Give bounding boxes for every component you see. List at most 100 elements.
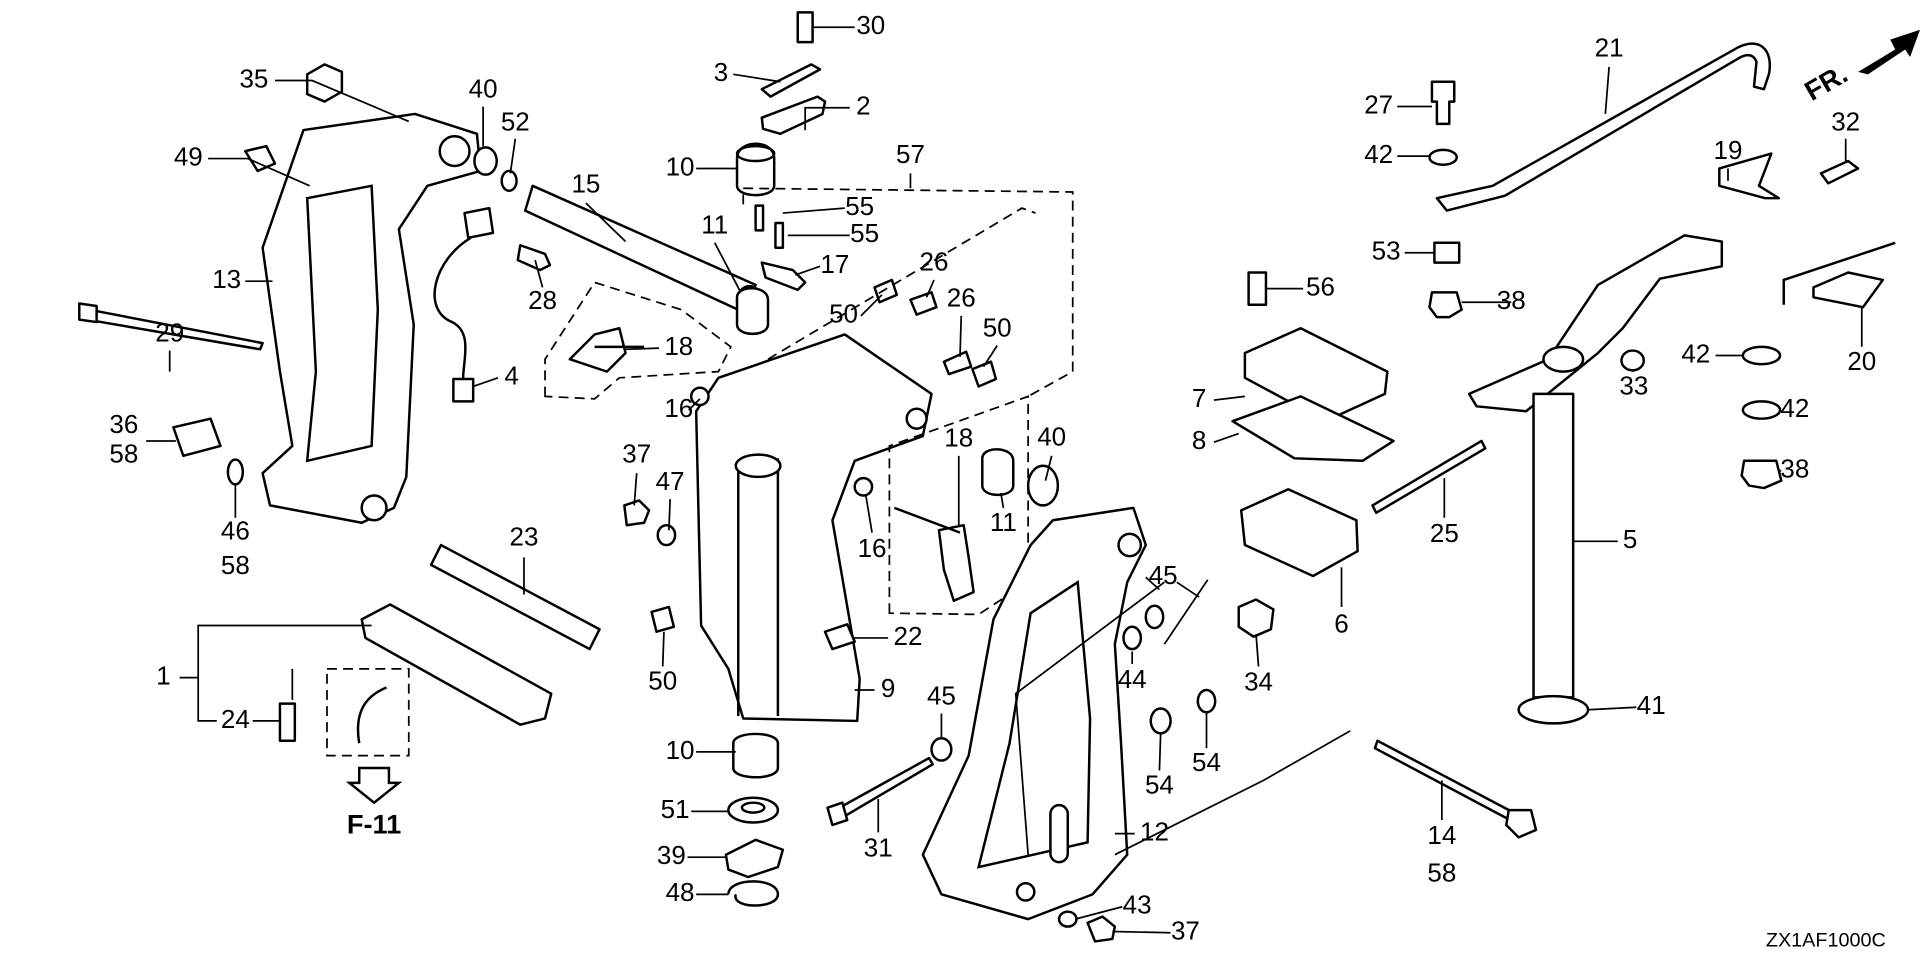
part-37-nut-2 [1086, 915, 1117, 943]
part-54-collar-2 [1196, 688, 1217, 714]
part-16-plug [689, 386, 710, 407]
callout-26-b: 26 [947, 283, 976, 313]
callout-45-b: 45 [1149, 560, 1178, 590]
callout-3: 3 [714, 57, 728, 87]
callout-42-b: 42 [1780, 393, 1809, 423]
part-53-collar [1433, 241, 1461, 264]
callout-18-b: 18 [944, 423, 973, 453]
part-23-shaft [429, 543, 601, 651]
callout-58: 58 [109, 439, 138, 469]
part-24-bolt [278, 702, 297, 742]
callout-16: 16 [664, 393, 693, 423]
part-45-washer [1144, 604, 1165, 630]
callout-8: 8 [1192, 425, 1206, 455]
part-13-stern-bracket-left [261, 112, 482, 524]
part-12-stern-bracket-right [921, 506, 1148, 921]
callout-45: 45 [927, 680, 956, 710]
callout-29: 29 [155, 317, 184, 347]
part-51-seal [727, 796, 780, 824]
part-11-bushing-2 [981, 448, 1015, 497]
part-35-nut [305, 63, 344, 103]
part-22-bolt [823, 623, 856, 651]
part-11-bushing [735, 287, 770, 336]
callout-55: 55 [845, 191, 874, 221]
part-31-bolt [836, 756, 934, 819]
callout-6: 6 [1334, 608, 1348, 638]
callout-20: 20 [1847, 346, 1876, 376]
callout-7: 7 [1192, 383, 1206, 413]
part-6-block [1239, 488, 1359, 578]
callout-4: 4 [504, 361, 518, 391]
callout-19: 19 [1714, 135, 1743, 165]
part-21-steering-rod [1435, 42, 1772, 212]
part-52-washer [500, 169, 518, 193]
part-14-bolt [1373, 739, 1515, 822]
callout-25: 25 [1430, 518, 1459, 548]
part-28-bolt [516, 244, 552, 272]
cross-ref-label[interactable]: F-11 [347, 808, 402, 839]
part-42-washer-2 [1741, 345, 1782, 366]
callout-10-b: 10 [666, 735, 695, 765]
callout-11-b: 11 [990, 507, 1017, 537]
callout-43: 43 [1123, 890, 1152, 920]
callout-5: 5 [1623, 524, 1637, 554]
callout-54-b: 54 [1192, 747, 1221, 777]
callouts: 30 3 2 10 57 35 40 52 49 15 11 55 55 17 … [109, 10, 1876, 945]
callout-40-b: 40 [1037, 421, 1066, 451]
callout-52: 52 [501, 107, 530, 137]
part-20-bracket [1812, 271, 1885, 309]
callout-14: 14 [1427, 820, 1456, 850]
part-33-nut [1620, 349, 1646, 372]
part-43-washer [1057, 910, 1078, 928]
callout-50: 50 [829, 299, 858, 329]
part-5-steering-shaft [1532, 392, 1575, 699]
part-42-washer-3 [1741, 400, 1782, 420]
part-10-bushing-lower [732, 732, 780, 779]
callout-37: 37 [622, 439, 651, 469]
part-18-lever-2 [937, 523, 975, 603]
part-38-nut [1428, 291, 1463, 319]
part-48-clip [727, 880, 780, 907]
part-5-steering-bracket [1467, 234, 1724, 413]
part-41-washer [1517, 694, 1590, 725]
part-25-stud [1371, 439, 1487, 515]
callout-42: 42 [1681, 338, 1710, 368]
callout-58-b: 58 [221, 550, 250, 580]
part-8-gasket [1231, 395, 1395, 463]
callout-55-b: 55 [850, 218, 879, 248]
callout-56: 56 [1306, 271, 1335, 301]
front-label: FR. [1799, 58, 1853, 107]
part-54-collar [1149, 707, 1172, 735]
callout-38-b: 38 [1780, 454, 1809, 484]
part-44-washer [1122, 625, 1143, 651]
callout-42-c: 42 [1364, 139, 1393, 169]
callout-39: 39 [657, 840, 686, 870]
callout-23: 23 [510, 522, 539, 552]
part-9-tube [737, 458, 780, 716]
callout-9: 9 [881, 673, 895, 703]
callout-50-c: 50 [648, 665, 677, 695]
part-3-plate [760, 63, 822, 98]
diagram-ref-code: ZX1AF1000C [1766, 930, 1886, 952]
callout-26: 26 [920, 247, 949, 277]
part-15-tilt-tube [523, 184, 757, 314]
callout-40: 40 [469, 73, 498, 103]
callout-47: 47 [656, 466, 685, 496]
part-10-bushing-upper [735, 142, 776, 197]
part-47-washer [656, 523, 677, 547]
callout-53: 53 [1372, 236, 1401, 266]
callout-37-b: 37 [1171, 916, 1200, 946]
part-46-washer [226, 458, 245, 486]
part-19-bracket [1718, 152, 1781, 200]
callout-22: 22 [894, 621, 923, 651]
part-16-plug-2 [853, 476, 874, 497]
callout-30: 30 [856, 10, 885, 40]
callout-11: 11 [701, 210, 728, 240]
part-36-collar [172, 417, 222, 458]
callout-34: 34 [1244, 667, 1273, 697]
callout-15: 15 [571, 169, 600, 199]
part-32-bolt [1819, 159, 1860, 185]
part-2-stopper [760, 95, 827, 136]
part-18-lever [568, 327, 627, 373]
